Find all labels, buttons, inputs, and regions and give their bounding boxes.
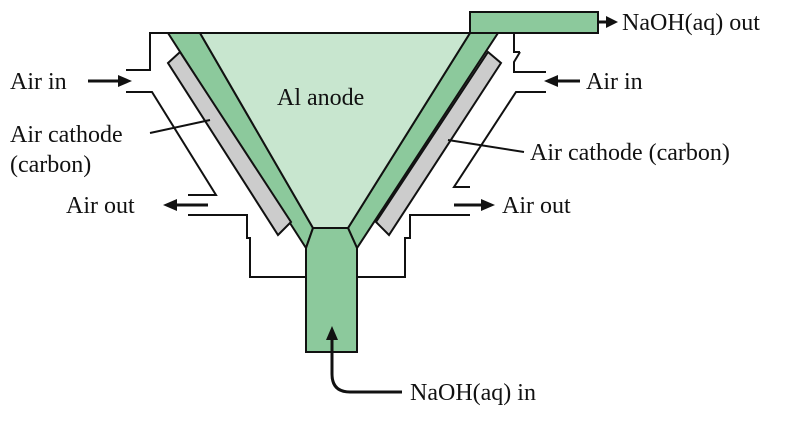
cathode-right-label: Air cathode (carbon) [530, 140, 730, 166]
naoh-out-arrow-head [606, 16, 618, 28]
housing-right-base [357, 214, 470, 278]
cathode-left-label-line1: Air cathode [10, 122, 123, 148]
air-out-right-label: Air out [502, 193, 571, 219]
air-chamber-housing [126, 32, 546, 278]
air-out-left-label: Air out [66, 193, 135, 219]
air-in-left-arrow-head [118, 75, 132, 87]
air-in-right-arrow-head [544, 75, 558, 87]
housing-left-lower [126, 91, 218, 196]
electrolyte-outlet-pipe [469, 11, 599, 34]
air-in-right-label: Air in [586, 69, 643, 95]
electrolyte-channel [166, 11, 599, 353]
cathode-right-leader [447, 139, 525, 153]
anode-label: Al anode [277, 85, 364, 111]
housing-left-outer [126, 32, 168, 71]
housing-right-wall [513, 51, 546, 73]
naoh-in-label: NaOH(aq) in [410, 380, 536, 406]
cathode-left-leader [149, 119, 211, 134]
air-out-right-arrow-head [481, 199, 495, 211]
naoh-out-label: NaOH(aq) out [622, 10, 760, 36]
housing-right-lower [452, 91, 546, 188]
air-in-left-label: Air in [10, 69, 67, 95]
air-out-left-arrow-head [163, 199, 177, 211]
cathode-left-label-line2: (carbon) [10, 152, 91, 178]
air-cathode-left [166, 50, 293, 237]
housing-right-outer [498, 32, 520, 53]
flow-arrows [88, 16, 618, 394]
aluminum-anode [198, 32, 472, 229]
housing-left-base [188, 214, 306, 278]
air-cathode-right [374, 50, 503, 237]
naoh-in-arrow-head [326, 326, 338, 340]
naoh-in-arrow-shaft [330, 340, 402, 394]
